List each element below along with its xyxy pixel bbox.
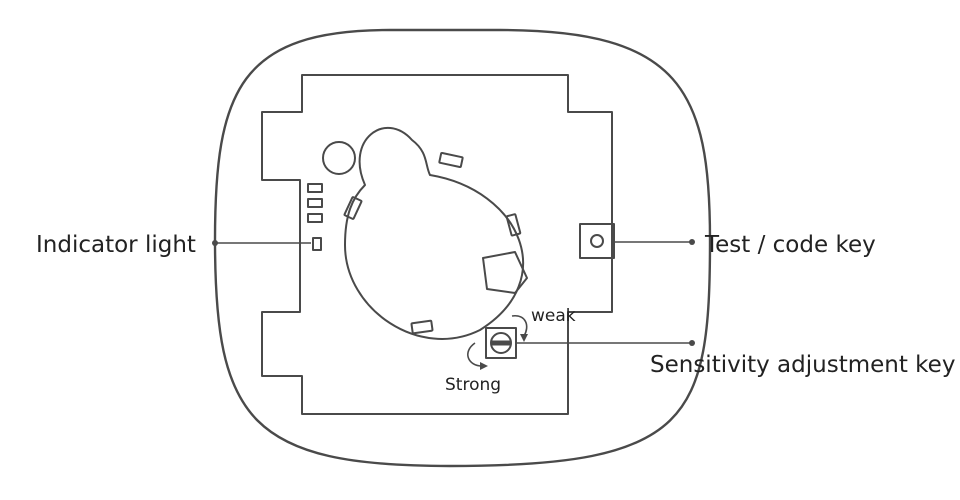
strong-arrowhead: [480, 362, 488, 370]
device-housing: [213, 28, 712, 468]
smd-component-2: [307, 198, 323, 208]
strong-label: Strong: [445, 375, 501, 395]
sensitivity-dial: [490, 332, 512, 354]
test-code-key-label: Test / code key: [704, 232, 876, 258]
smd-component-3: [307, 213, 323, 223]
battery-holder: [344, 127, 524, 340]
sensitivity-key-label: Sensitivity adjustment key: [650, 352, 955, 378]
weak-label: weak: [531, 306, 576, 326]
test-code-key-button: [590, 234, 604, 248]
indicator-light: [312, 237, 322, 251]
test-key-leader-dot: [689, 239, 695, 245]
indicator-leader-dot: [212, 240, 218, 246]
strong-arrow: [467, 342, 483, 367]
holder-clip-left: [343, 196, 363, 220]
smd-component-1: [307, 183, 323, 193]
weak-arrowhead: [520, 334, 528, 342]
test-code-key: [579, 223, 615, 259]
holder-clip-bottom: [410, 319, 434, 335]
round-component: [322, 141, 356, 175]
sensitivity-leader-dot: [689, 340, 695, 346]
weak-arrow: [511, 315, 528, 337]
pcb-outline: [261, 74, 613, 415]
holder-clip-right: [505, 213, 522, 237]
indicator-light-label: Indicator light: [36, 232, 196, 258]
battery-contact: [482, 251, 528, 294]
holder-clip-top: [438, 152, 464, 168]
